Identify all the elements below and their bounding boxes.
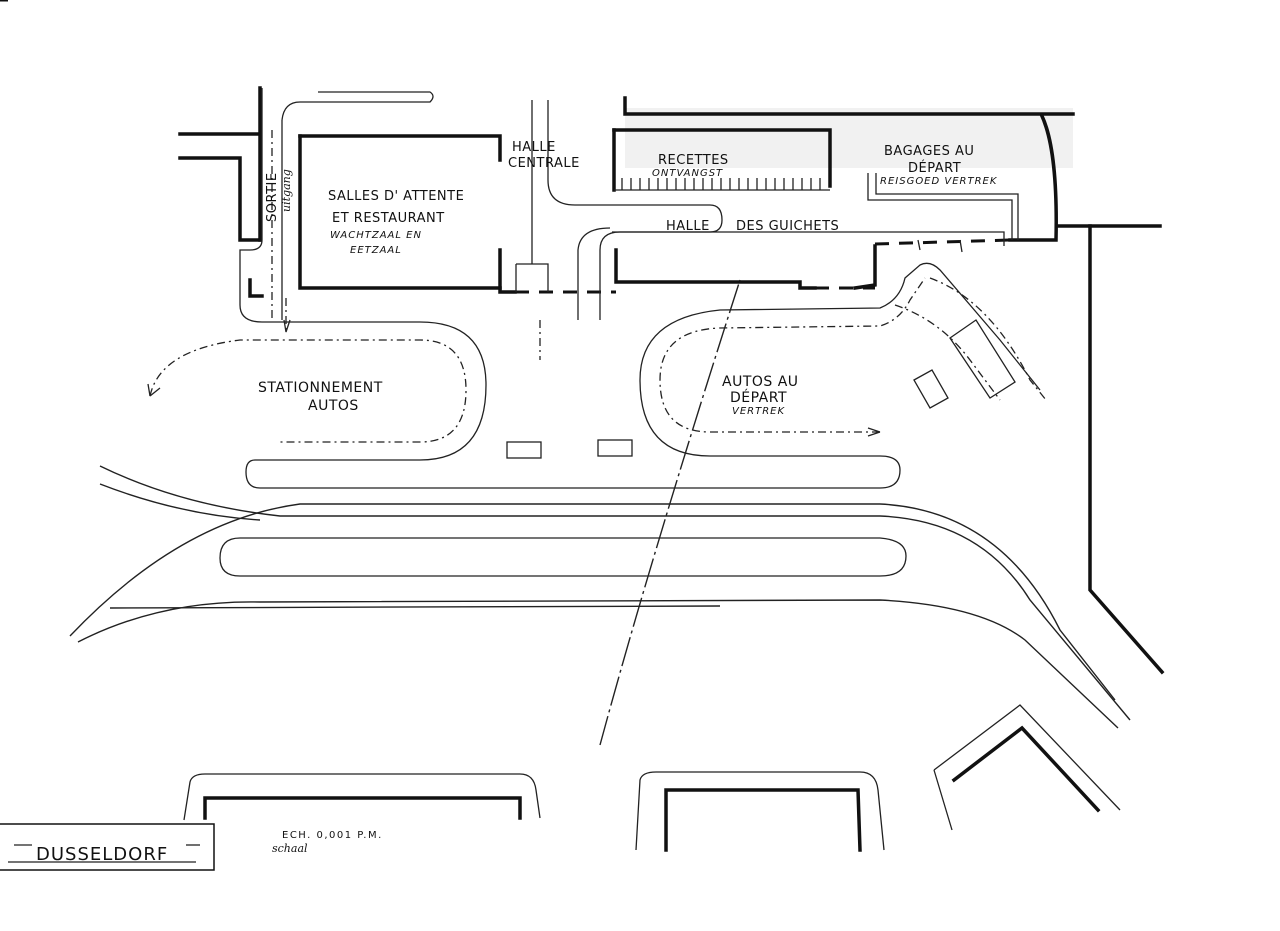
label-salles-1: SALLES D' ATTENTE [328,189,464,204]
label-wacht-1: WACHTZAAL EN [330,230,422,241]
room-labels: SORTIE uitgang SALLES D' ATTENTE ET REST… [258,140,998,855]
lower-buildings [183,704,1121,852]
entrance-doors [515,238,1011,294]
label-vertrek: VERTREK [732,406,785,417]
label-halle-guichets-2: DES GUICHETS [736,219,839,234]
label-stationnement-2: AUTOS [308,398,359,414]
label-recettes: RECETTES [658,153,729,168]
title-city: DUSSELDORF [36,844,168,865]
scan-shading [625,108,1073,168]
label-autos-2: DÉPART [730,389,787,406]
label-bagages-2: DÉPART [908,160,961,176]
label-uitgang: uitgang [280,169,293,212]
label-halle-centrale-1: HALLE [512,140,556,155]
label-salles-2: ET RESTAURANT [332,211,445,226]
title-block: DUSSELDORF [0,823,215,871]
kiosks [506,319,1016,459]
label-bagages-1: BAGAGES AU [884,144,974,159]
circulation-paths [239,88,1041,489]
building-walls [178,86,1165,675]
recettes-counter [614,178,830,191]
rail-tracks [69,279,1131,746]
label-halle-guichets-1: HALLE [666,219,710,234]
label-halle-centrale-2: CENTRALE [508,156,580,171]
label-schaal: schaal [272,842,308,855]
arrow-stationnement [147,383,161,397]
arrow-depart [867,427,881,437]
label-stationnement-1: STATIONNEMENT [258,380,383,396]
label-echelle: ECH. 0,001 P.M. [282,830,383,841]
vehicle-routes [147,277,1047,443]
label-reisgoed: REISGOED VERTREK [880,176,998,187]
label-autos-1: AUTOS AU [722,374,799,390]
label-ontvangst: ONTVANGST [652,168,723,179]
label-sortie: SORTIE [265,172,280,222]
label-wacht-2: EETZAAL [350,245,402,256]
